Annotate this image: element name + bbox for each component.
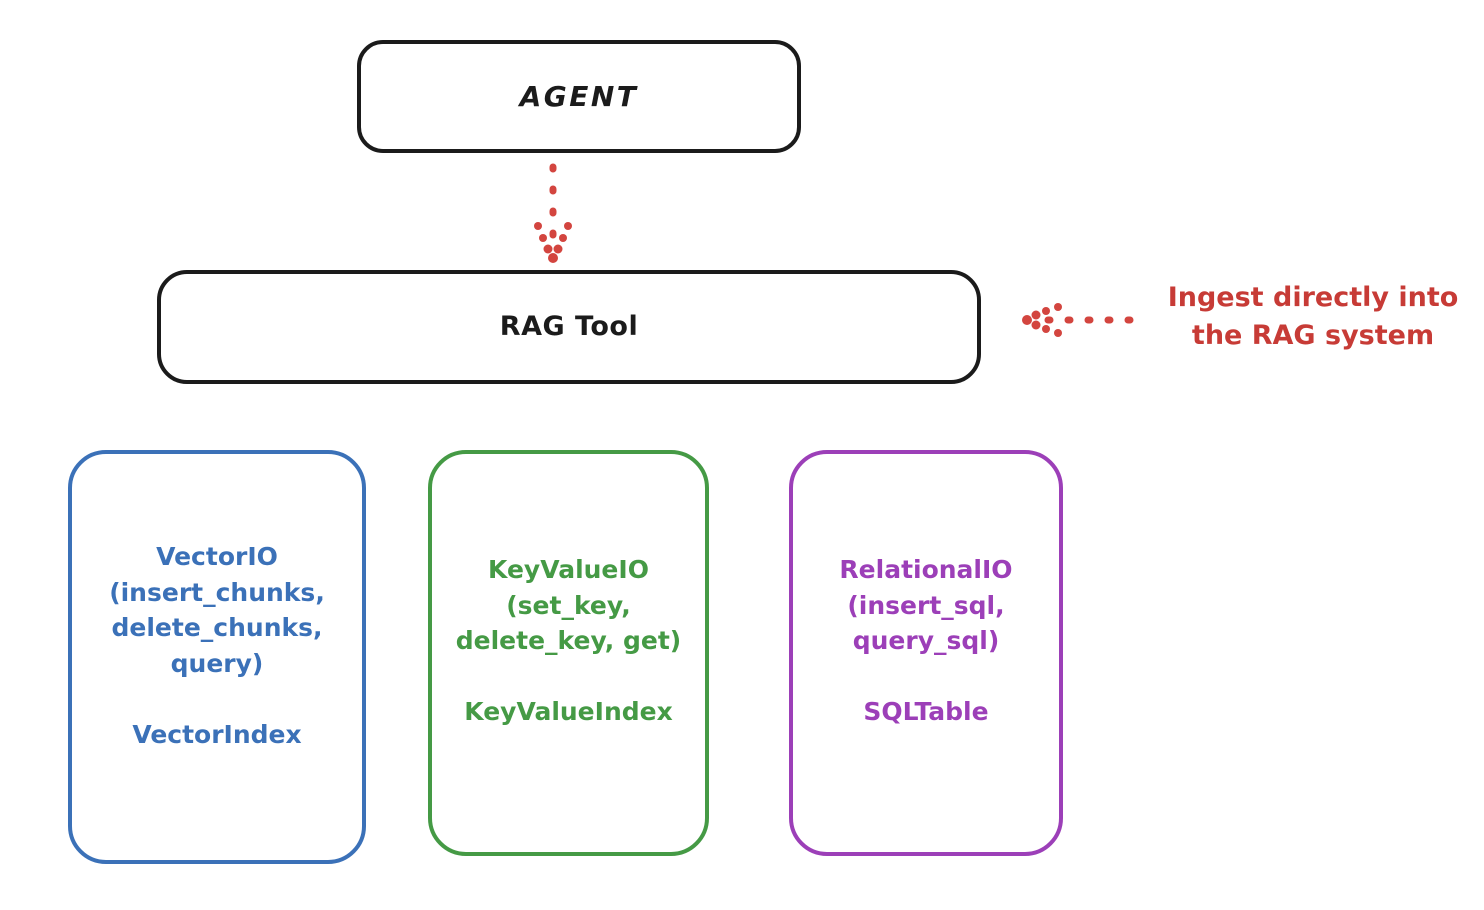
node-vector-io[interactable]: VectorIO (insert_chunks, delete_chunks, … bbox=[68, 450, 366, 864]
edge-agent-to-rag-tool bbox=[534, 163, 572, 263]
node-vector-io-label: VectorIO (insert_chunks, delete_chunks, … bbox=[109, 542, 325, 749]
node-rag-tool[interactable]: RAG Tool bbox=[157, 270, 981, 384]
node-key-value-io-label: KeyValueIO (set_key, delete_key, get) Ke… bbox=[455, 555, 682, 726]
ingest-annotation-text: Ingest directly into the RAG system bbox=[1167, 282, 1459, 352]
edge-ingest-to-rag-tool bbox=[1022, 303, 1136, 337]
node-rag-tool-label: RAG Tool bbox=[499, 310, 639, 342]
node-relational-io-label: RelationalIO (insert_sql, query_sql) SQL… bbox=[839, 555, 1013, 726]
node-key-value-io[interactable]: KeyValueIO (set_key, delete_key, get) Ke… bbox=[428, 450, 709, 856]
node-agent[interactable]: AGENT bbox=[357, 40, 801, 153]
node-agent-label: AGENT bbox=[519, 79, 639, 113]
node-relational-io[interactable]: RelationalIO (insert_sql, query_sql) SQL… bbox=[789, 450, 1063, 856]
